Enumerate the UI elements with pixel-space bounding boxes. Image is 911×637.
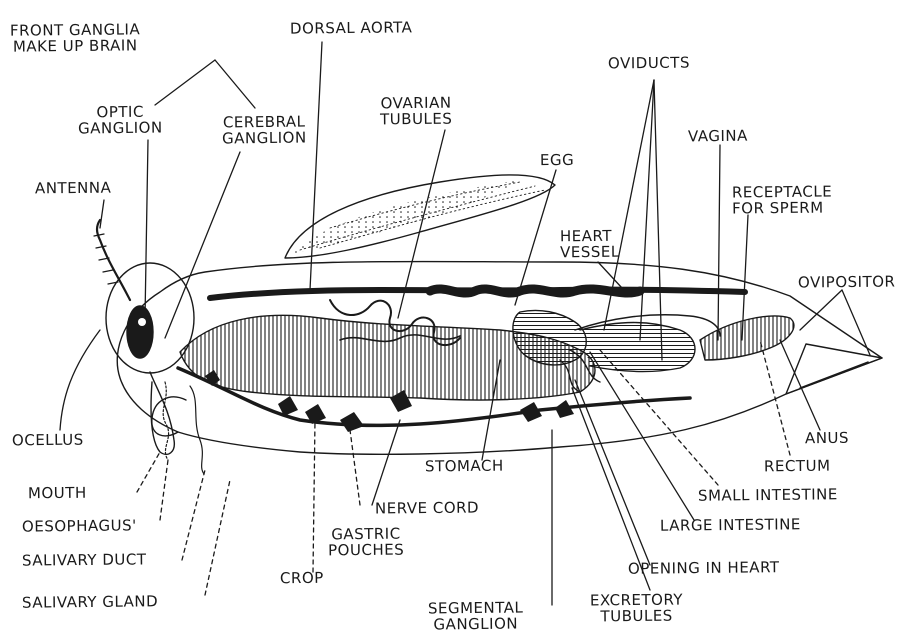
label-mouth: MOUTH — [28, 485, 87, 502]
label-segmental-ganglion-line-2: GANGLION — [428, 616, 524, 633]
label-ovipositor: OVIPOSITOR — [798, 273, 896, 290]
label-stomach: STOMACH — [425, 458, 504, 475]
label-cerebral-ganglion-line-2: GANGLION — [222, 130, 307, 147]
label-ocellus: OCELLUS — [12, 432, 84, 449]
label-receptacle-for-sperm: RECEPTACLE FOR SPERM — [732, 183, 833, 216]
label-gastric-pouches: GASTRIC POUCHES — [328, 526, 404, 559]
label-oesophagus: OESOPHAGUS' — [22, 517, 137, 534]
label-excretory-tubules-line-2: TUBULES — [590, 608, 683, 625]
compound-eye — [127, 306, 153, 358]
label-oviducts: OVIDUCTS — [608, 55, 690, 72]
salivary-gland — [163, 382, 168, 460]
label-rectum: RECTUM — [764, 458, 831, 475]
label-optic-ganglion: OPTIC GANGLION — [78, 104, 163, 137]
label-segmental-ganglion: SEGMENTAL GANGLION — [428, 600, 524, 633]
label-crop: CROP — [280, 570, 324, 586]
rectum — [700, 316, 794, 360]
label-receptacle-line-2: FOR SPERM — [732, 199, 832, 216]
label-large-intestine: LARGE INTESTINE — [660, 516, 801, 533]
label-antenna: ANTENNA — [35, 180, 111, 197]
label-vagina: VAGINA — [688, 128, 748, 145]
salivary-duct — [190, 386, 204, 474]
label-heart-vessel-line-2: VESSEL — [560, 244, 620, 261]
label-salivary-duct: SALIVARY DUCT — [22, 551, 147, 568]
label-opening-in-heart: OPENING IN HEART — [628, 559, 780, 577]
label-salivary-gland: SALIVARY GLAND — [22, 593, 158, 610]
heart-chambers — [430, 289, 640, 293]
label-heart-vessel: HEART VESSEL — [560, 228, 620, 261]
mouthparts — [150, 372, 174, 454]
label-dorsal-aorta: DORSAL AORTA — [290, 19, 413, 36]
label-optic-ganglion-line-2: GANGLION — [78, 120, 163, 137]
label-ovarian-tubules-line-2: TUBULES — [380, 111, 452, 128]
label-nerve-cord: NERVE CORD — [375, 499, 479, 516]
label-gastric-pouches-line-2: POUCHES — [328, 542, 404, 559]
label-ovarian-tubules: OVARIAN TUBULES — [380, 95, 453, 128]
label-egg: EGG — [540, 152, 574, 168]
label-excretory-tubules: EXCRETORY TUBULES — [590, 592, 683, 625]
label-front-ganglia: FRONT GANGLIA MAKE UP BRAIN — [10, 21, 141, 54]
label-anus: ANUS — [805, 430, 849, 446]
label-cerebral-ganglion: CEREBRAL GANGLION — [222, 114, 307, 147]
label-front-ganglia-line-2: MAKE UP BRAIN — [10, 37, 140, 54]
label-small-intestine: SMALL INTESTINE — [698, 486, 838, 503]
